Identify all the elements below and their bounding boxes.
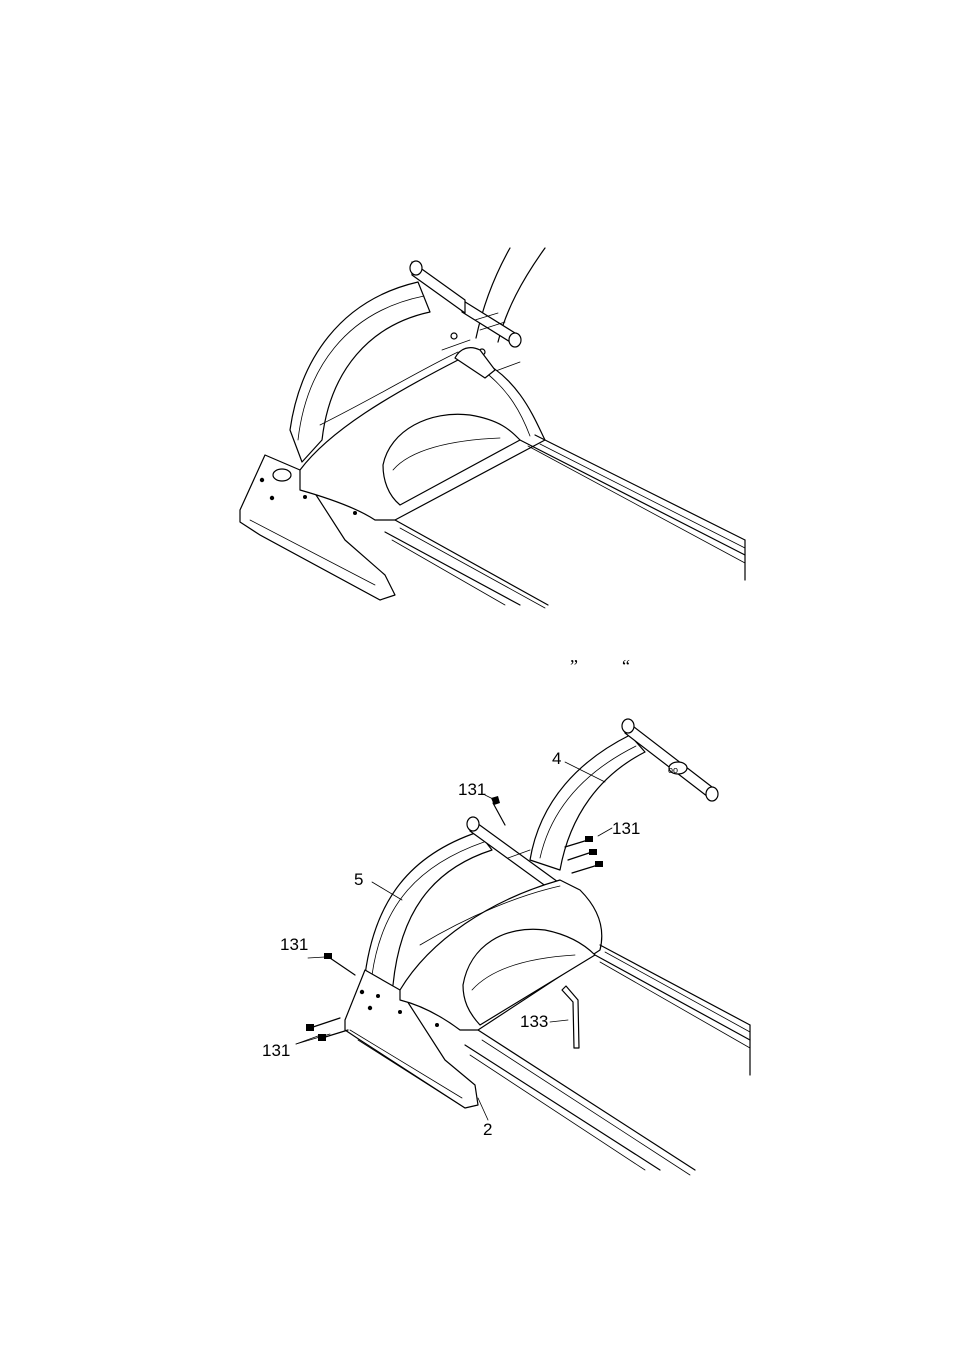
allen-key-icon [562,986,579,1048]
callout-131-right: 131 [612,819,640,838]
callout-4: 4 [552,749,561,768]
callout-131-left-upper: 131 [280,935,308,954]
callout-131-left-lower: 131 [262,1041,290,1060]
opening-quote: “ [622,656,630,676]
callout-131-top: 131 [458,780,486,799]
callout-2: 2 [483,1120,492,1139]
closing-quote: ” [570,656,578,676]
figure-top-treadmill [240,248,745,608]
bolt-top-icon [491,796,505,825]
bolts-left-lower-icon [306,1018,348,1041]
callout-133: 133 [520,1012,548,1031]
grip-sensor-mark: oo [668,765,678,775]
bolts-right-icon [565,836,603,873]
bolt-left-upper-icon [324,953,355,975]
quote-marks: ” “ [570,656,630,676]
figure-bottom-treadmill: oo [262,719,750,1175]
callout-5: 5 [354,870,363,889]
